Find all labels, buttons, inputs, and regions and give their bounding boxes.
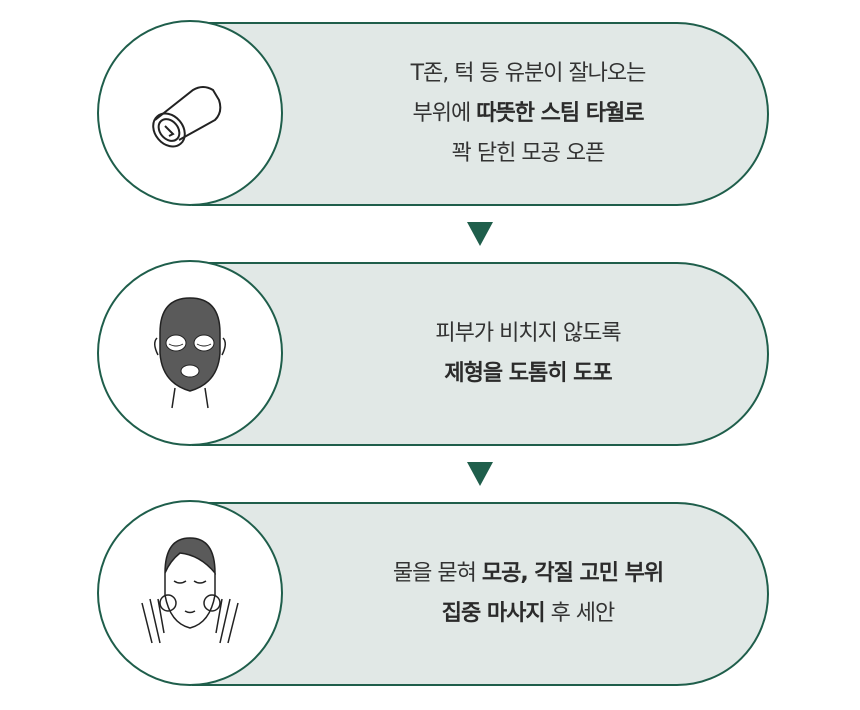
- rolled-towel-icon: [152, 86, 222, 148]
- plain-text: 피부가 비치지 않도록: [435, 321, 621, 346]
- text-line: 제형을 도톰히 도포: [444, 354, 612, 394]
- emphasis-text: 모공, 각질 고민 부위: [481, 561, 664, 586]
- plain-text: T존, 턱 등 유분이 잘나오는: [410, 61, 647, 86]
- emphasis-text: 따뜻한 스팀 타월로: [476, 101, 644, 126]
- plain-text: 꽉 닫힌 모공 오픈: [451, 141, 606, 166]
- plain-text: 후 세안: [544, 601, 616, 626]
- step-pill: [192, 502, 769, 686]
- emphasis-text: 집중 마사지: [441, 601, 546, 626]
- icon-circle: [97, 20, 283, 206]
- text-line: 피부가 비치지 않도록: [435, 314, 621, 354]
- text-line: 집중 마사지 후 세안: [441, 594, 616, 634]
- plain-text: 물을 묻혀: [392, 561, 482, 586]
- icon-circle: [97, 500, 283, 686]
- icon-circle: [97, 260, 283, 446]
- down-arrow-icon: [467, 222, 493, 246]
- face-washing-icon: [141, 537, 239, 644]
- emphasis-text: 제형을 도톰히 도포: [444, 361, 612, 386]
- text-line: T존, 턱 등 유분이 잘나오는: [410, 54, 647, 94]
- text-line: 물을 묻혀 모공, 각질 고민 부위: [392, 554, 664, 594]
- step-pill: [192, 22, 769, 206]
- plain-text: 부위에: [412, 101, 477, 126]
- text-line: 부위에 따뜻한 스팀 타월로: [412, 94, 645, 134]
- text-line: 꽉 닫힌 모공 오픈: [451, 134, 606, 174]
- down-arrow-icon: [467, 462, 493, 486]
- face-mask-icon: [154, 297, 226, 409]
